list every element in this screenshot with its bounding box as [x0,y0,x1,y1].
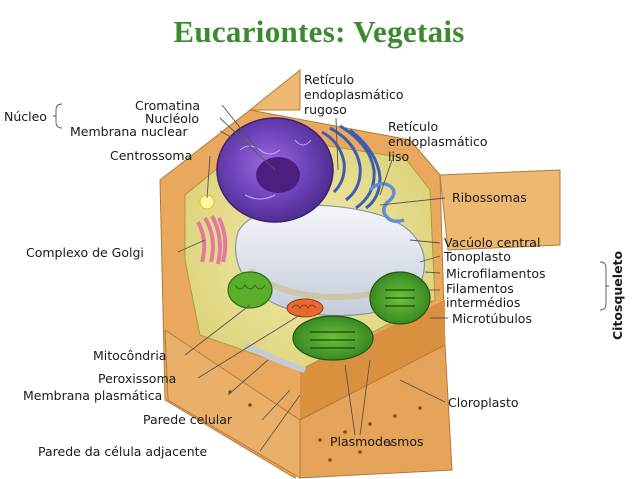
chromatin [239,139,312,200]
plasma-membrane [243,342,306,373]
page-title: Eucariontes: Vegetais [173,14,465,49]
label-reticulo-rugoso-3: rugoso [304,102,347,117]
label-membrana-nuclear: Membrana nuclear [70,124,188,139]
label-membrana-plasmatica: Membrana plasmática [23,388,162,403]
label-golgi: Complexo de Golgi [26,245,144,260]
label-reticulo-rugoso-1: Retículo [304,72,354,87]
nucleolus [256,157,300,193]
label-parede-celular: Parede celular [143,412,233,427]
label-peroxissoma: Peroxissoma [98,371,176,386]
label-cromatina: Cromatina [135,98,200,113]
label-microfilamentos: Microfilamentos [446,266,546,281]
golgi-apparatus [196,215,228,265]
label-citosqueleto: Citosqueleto [610,250,625,340]
label-vacuolo: Vacúolo central [444,235,540,250]
chloroplast [292,271,431,361]
leader-lines [53,103,609,452]
label-microtubulos: Microtúbulos [452,311,532,326]
label-reticulo-liso-2: endoplasmático [388,134,488,149]
label-filamentos-2: intermédios [446,295,520,310]
label-nucleolo: Nucléolo [145,111,199,126]
label-parede-adjacente: Parede da célula adjacente [38,444,208,459]
rough-er [321,124,382,210]
label-mitocondria: Mitocôndria [93,348,166,363]
label-cloroplasto: Cloroplasto [448,395,519,410]
label-plasmodesmos: Plasmodesmos [330,434,423,449]
label-nucleo: Núcleo [4,109,47,124]
label-tonoplasto: Tonoplasto [443,249,511,264]
label-ribossomas: Ribossomas [452,190,527,205]
mitochondrion [227,271,324,318]
label-reticulo-liso-1: Retículo [388,119,438,134]
label-filamentos-1: Filamentos [446,281,514,296]
label-centrossoma: Centrossoma [110,148,192,163]
label-reticulo-liso-3: liso [388,149,409,164]
label-reticulo-rugoso-2: endoplasmático [304,87,404,102]
